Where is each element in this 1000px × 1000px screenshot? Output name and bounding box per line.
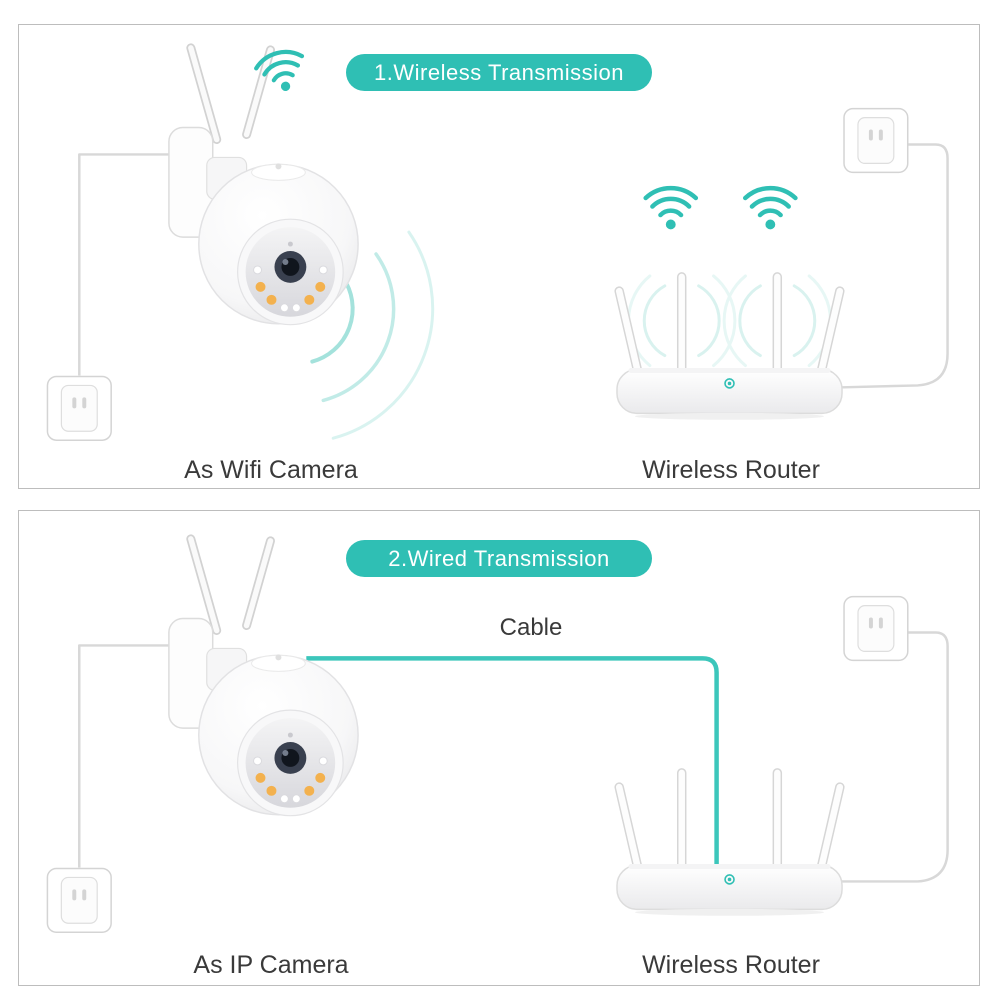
power-outlet-icon [46,375,112,441]
cable-label: Cable [499,614,563,641]
router-caption: Wireless Router [642,951,820,979]
wifi-signal-icon [646,188,696,229]
camera-power-wire [78,644,171,868]
wireless-title-text: 1.Wireless Transmission [374,59,624,85]
camera-caption: As Wifi Camera [184,456,358,484]
ptz-camera-illustration [169,48,358,325]
power-outlet-icon [46,867,112,933]
power-outlet-icon [843,595,909,662]
camera-power-wire [78,153,171,376]
wireless-diagram [46,25,949,441]
router-power-wire [838,143,949,389]
wireless-router-illustration [614,769,844,916]
router-caption: Wireless Router [642,456,820,484]
wired-transmission-panel: 2.Wired Transmission Cable As IP Camera … [18,510,980,986]
camera-signal-arcs [310,230,435,440]
ptz-camera-illustration [169,539,358,816]
wifi-signal-icon [745,188,795,229]
power-outlet-icon [843,107,909,174]
router-signal-arcs [627,274,832,368]
wired-title-text: 2.Wired Transmission [388,545,610,571]
wired-title-badge: 2.Wired Transmission [346,540,652,577]
wireless-title-badge: 1.Wireless Transmission [346,54,652,91]
wireless-transmission-panel: 1.Wireless Transmission [18,24,980,489]
ethernet-cable-line [306,656,719,872]
router-power-wire [838,631,949,883]
wired-diagram [46,511,949,933]
camera-caption: As IP Camera [193,951,349,979]
